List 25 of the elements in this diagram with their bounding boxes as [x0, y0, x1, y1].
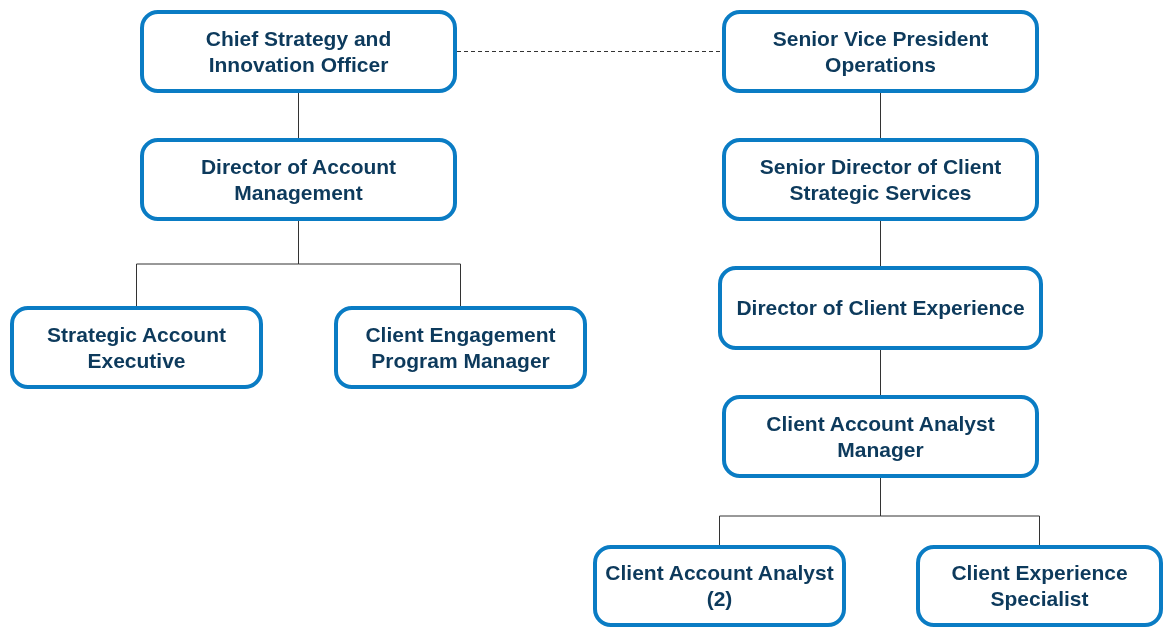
role-box	[722, 138, 1039, 221]
role-box	[916, 545, 1163, 627]
role-title: Client Experience Specialist	[950, 560, 1129, 612]
role-title: Director of Account Management	[199, 153, 398, 206]
connector-line	[880, 220, 881, 267]
role-box	[718, 266, 1043, 350]
connector-line	[298, 92, 299, 139]
role-title: Director of Client Experience	[736, 295, 1025, 321]
role-box	[140, 138, 457, 221]
dashed-connector	[456, 51, 723, 52]
connector-line	[880, 349, 881, 396]
role-title: Strategic Account Executive	[46, 321, 227, 374]
role-title: Chief Strategy and Innovation Officer	[204, 25, 393, 78]
role-title: Senior Vice President Operations	[771, 25, 990, 78]
role-title: Client Account Analyst (2)	[605, 560, 834, 612]
role-title: Senior Director of Client Strategic Services	[758, 153, 1003, 206]
role-title: Client Engagement Program Manager	[364, 321, 557, 374]
role-box	[10, 306, 263, 389]
connector-line	[880, 92, 881, 139]
role-box	[722, 395, 1039, 478]
role-title: Client Account Analyst Manager	[765, 410, 996, 463]
role-box	[140, 10, 457, 93]
role-box	[593, 545, 846, 627]
role-box	[722, 10, 1039, 93]
role-box	[334, 306, 587, 389]
